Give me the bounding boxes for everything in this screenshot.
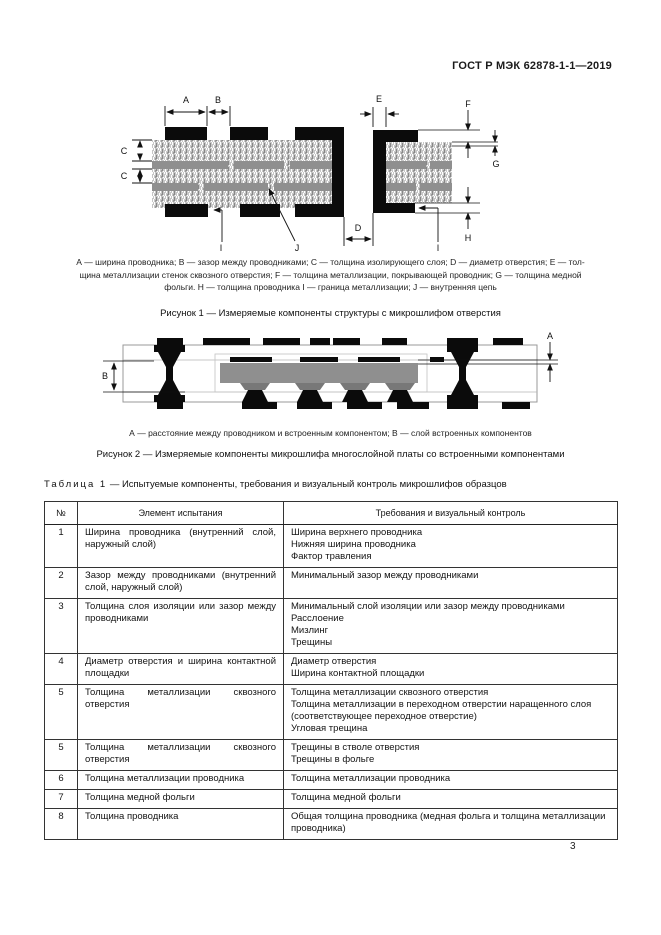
row-element: Толщина металлизации сквозного отверстия xyxy=(77,684,284,740)
fig1-label-c2: C xyxy=(121,171,128,181)
fig1-label-i1: I xyxy=(220,243,223,252)
row-number: 4 xyxy=(44,653,78,685)
row-element: Толщина проводника xyxy=(77,808,284,840)
table-header-row: № Элемент испытания Требования и визуаль… xyxy=(44,501,618,525)
row-number: 5 xyxy=(44,684,78,740)
inner-conductors xyxy=(230,357,444,362)
fig1-label-d: D xyxy=(355,223,362,233)
fig2-annotations xyxy=(103,342,558,393)
fig1-label-f: F xyxy=(465,99,471,109)
col-header-control: Требования и визуальный контроль xyxy=(283,501,618,525)
row-element: Толщина металлизации проводника xyxy=(77,770,284,790)
row-element: Толщина слоя изоляции или зазор между пр… xyxy=(77,598,284,654)
fig1-label-h: H xyxy=(465,233,472,243)
row-control: Толщина металлизации сквозного отверстия… xyxy=(283,684,618,740)
figure1-diagram: A B C C D E F G H I I J xyxy=(121,94,500,253)
table-row: 3 Толщина слоя изоляции или зазор между … xyxy=(44,598,618,654)
row-number: 6 xyxy=(44,770,78,790)
table-title-text: — Испытуемые компоненты, требования и ви… xyxy=(109,479,507,490)
row-control: Минимальный зазор между проводниками xyxy=(283,567,618,599)
fig2-label-a: A xyxy=(547,331,553,341)
component-vias xyxy=(242,390,413,402)
table-title-label: Таблица 1 xyxy=(44,479,108,490)
row-control: Общая толщина проводника (медная фольга … xyxy=(283,808,618,840)
fig1-label-b: B xyxy=(215,95,221,105)
table-row: 5 Толщина металлизации сквозного отверст… xyxy=(44,739,618,771)
row-control: Толщина медной фольги xyxy=(283,789,618,809)
through-vias xyxy=(154,345,478,402)
row-element: Толщина металлизации сквозного отверстия xyxy=(77,739,284,771)
figure1-legend: А — ширина проводника; В — зазор между п… xyxy=(76,257,585,292)
col-header-number: № xyxy=(44,501,78,525)
test-components-table: № Элемент испытания Требования и визуаль… xyxy=(44,501,618,840)
fig1-label-g: G xyxy=(492,159,499,169)
row-element: Ширина проводника (внутренний слой, нару… xyxy=(77,524,284,568)
fig1-label-j: J xyxy=(295,243,300,252)
figure2: A B xyxy=(100,330,565,412)
pcb-section-right xyxy=(373,130,452,213)
table-title: Таблица 1 — Испытуемые компоненты, требо… xyxy=(44,479,617,490)
row-element: Зазор между проводниками (внутренний сло… xyxy=(77,567,284,599)
row-number: 3 xyxy=(44,598,78,654)
figure2-caption: Рисунок 2 — Измеряемые компоненты микрош… xyxy=(96,449,565,460)
table-row: 8 Толщина проводника Общая толщина прово… xyxy=(44,808,618,840)
embedded-component xyxy=(220,363,418,402)
row-number: 1 xyxy=(44,524,78,568)
page-number: 3 xyxy=(570,841,576,852)
fig1-label-c1: C xyxy=(121,146,128,156)
figure1: A B C C D E F G H I I J xyxy=(118,94,548,253)
fig2-label-b: B xyxy=(102,371,108,381)
fig1-label-i2: I xyxy=(437,243,440,252)
row-number: 7 xyxy=(44,789,78,809)
row-control: Толщина металлизации проводника xyxy=(283,770,618,790)
row-number: 2 xyxy=(44,567,78,599)
table-row: 1 Ширина проводника (внутренний слой, на… xyxy=(44,524,618,568)
row-element: Толщина медной фольги xyxy=(77,789,284,809)
row-control: Ширина верхнего проводника Нижняя ширина… xyxy=(283,524,618,568)
surface-pads xyxy=(157,338,530,409)
fig1-label-e: E xyxy=(376,94,382,104)
document-number: ГОСТ Р МЭК 62878-1-1—2019 xyxy=(452,60,612,72)
table1: № Элемент испытания Требования и визуаль… xyxy=(44,501,618,840)
figure2-diagram: A B xyxy=(102,331,558,409)
table-row: 2 Зазор между проводниками (внутренний с… xyxy=(44,567,618,599)
fig1-annotations xyxy=(132,106,498,246)
table-row: 5 Толщина металлизации сквозного отверст… xyxy=(44,684,618,740)
table-row: 7 Толщина медной фольги Толщина медной ф… xyxy=(44,789,618,809)
pcb-section-left xyxy=(152,127,344,217)
row-number: 5 xyxy=(44,739,78,771)
row-element: Диаметр отверстия и ширина контактной пл… xyxy=(77,653,284,685)
row-number: 8 xyxy=(44,808,78,840)
fig1-label-a: A xyxy=(183,95,189,105)
figure1-caption: Рисунок 1 — Измеряемые компоненты структ… xyxy=(160,308,501,319)
figure2-legend: А — расстояние между проводником и встро… xyxy=(129,428,532,438)
table-row: 4 Диаметр отверстия и ширина контактной … xyxy=(44,653,618,685)
col-header-element: Элемент испытания xyxy=(77,501,284,525)
table-body: 1 Ширина проводника (внутренний слой, на… xyxy=(44,524,618,840)
row-control: Минимальный слой изоляции или зазор межд… xyxy=(283,598,618,654)
row-control: Диаметр отверстия Ширина контактной площ… xyxy=(283,653,618,685)
row-control: Трещины в стволе отверстия Трещины в фол… xyxy=(283,739,618,771)
table-row: 6 Толщина металлизации проводника Толщин… xyxy=(44,770,618,790)
